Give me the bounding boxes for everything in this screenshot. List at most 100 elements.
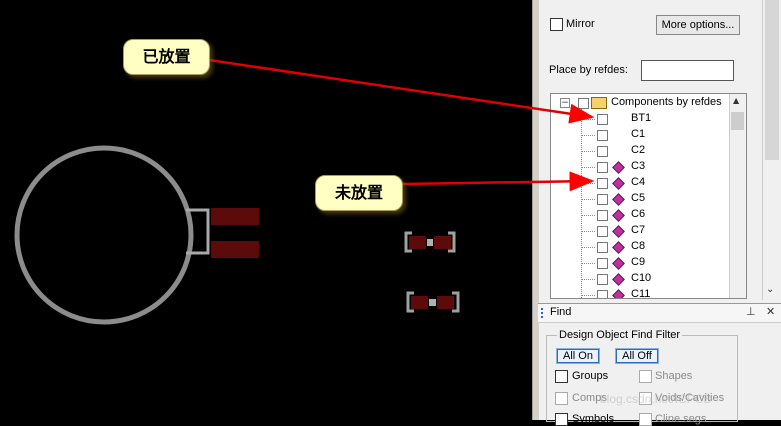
tree-item-checkbox[interactable] (597, 258, 608, 269)
tree-item-label: C5 (631, 192, 646, 204)
tree-scrollbar[interactable]: ▲ (729, 94, 746, 298)
comps-checkbox[interactable] (555, 392, 568, 405)
tree-item-label: BT1 (631, 112, 652, 124)
tree-item[interactable]: C5 (551, 191, 729, 207)
symbol-icon (612, 289, 625, 298)
tree-item-label: C1 (631, 128, 646, 140)
tree-item-checkbox[interactable] (597, 274, 608, 285)
voids-label: Voids/Cavities (655, 392, 725, 404)
layout-canvas[interactable] (0, 0, 532, 420)
groups-checkbox[interactable] (555, 370, 568, 383)
mirror-label: Mirror (566, 18, 595, 30)
collapse-icon[interactable]: − (560, 98, 570, 108)
tree-item-checkbox[interactable] (597, 290, 608, 298)
tree-item[interactable]: C10 (551, 271, 729, 287)
symbol-icon (612, 225, 625, 238)
cap2-outline-left (406, 291, 414, 313)
tree-connector (581, 135, 595, 136)
symbol-icon (612, 241, 625, 254)
tree-item[interactable]: C4 (551, 175, 729, 191)
pin-icon[interactable]: ⊥ (746, 305, 756, 318)
panel-scrollbar[interactable]: ⌄ (762, 0, 781, 300)
tree-item-checkbox[interactable] (597, 242, 608, 253)
scroll-up-icon[interactable]: ▲ (733, 96, 740, 105)
battery-pad-2 (211, 241, 259, 258)
tree-item-label: C10 (631, 272, 652, 284)
tree-item-checkbox[interactable] (597, 162, 608, 173)
tree-item[interactable]: C11 (551, 287, 729, 299)
place-by-refdes-input[interactable] (641, 60, 734, 81)
cap2-pad-right (437, 296, 454, 309)
callout-placed: 已放置 (123, 39, 210, 75)
tree-connector (581, 247, 595, 248)
find-title: Find (550, 306, 572, 318)
watermark: blog.csdn.net/ICPCB (600, 392, 712, 406)
voids-checkbox[interactable] (639, 392, 652, 405)
more-options-button[interactable]: More options... (656, 15, 740, 35)
tree-item-checkbox[interactable] (597, 130, 608, 141)
shapes-checkbox[interactable] (639, 370, 652, 383)
close-icon[interactable]: ✕ (766, 305, 776, 318)
symbol-icon (612, 273, 625, 286)
symbol-icon (612, 209, 625, 222)
cap2-body (429, 299, 436, 306)
battery-tab-outline (186, 208, 210, 255)
tree-item-checkbox[interactable] (597, 226, 608, 237)
tree-root[interactable]: − Components by refdes (551, 95, 731, 111)
tree-item-checkbox[interactable] (597, 146, 608, 157)
find-header: Find ⊥ ✕ (538, 303, 781, 323)
tree-item[interactable]: C7 (551, 223, 729, 239)
tree-item[interactable]: C3 (551, 159, 729, 175)
symbol-icon (612, 257, 625, 270)
tree-root-label: Components by refdes (611, 96, 722, 108)
tree-root-checkbox[interactable] (578, 98, 589, 109)
cline-segs-label: Cline segs (655, 413, 707, 425)
tree-item[interactable]: C6 (551, 207, 729, 223)
comps-label: Comps (572, 392, 607, 404)
find-filter-title: Design Object Find Filter (557, 329, 683, 341)
tree-connector (581, 151, 595, 152)
tree-item[interactable]: C2 (551, 143, 729, 159)
tree-item[interactable]: BT1 (551, 111, 729, 127)
tree-connector (581, 263, 595, 264)
tree-connector (581, 279, 595, 280)
tree-guide-line (581, 108, 582, 298)
panel-splitter[interactable] (532, 0, 539, 420)
tree-connector (581, 199, 595, 200)
tree-item-checkbox[interactable] (597, 114, 608, 125)
grip-icon (541, 308, 546, 318)
mirror-checkbox[interactable] (550, 18, 563, 31)
all-on-button[interactable]: All On (556, 348, 600, 364)
tree-connector (581, 119, 595, 120)
tree-item-checkbox[interactable] (597, 178, 608, 189)
callout-unplaced: 未放置 (315, 175, 403, 211)
cap1-outline-left (404, 231, 412, 253)
panel-scroll-thumb[interactable] (765, 0, 779, 160)
tree-item[interactable]: C8 (551, 239, 729, 255)
symbol-icon (612, 161, 625, 174)
tree-scroll-thumb[interactable] (731, 112, 744, 130)
all-off-button[interactable]: All Off (615, 348, 659, 364)
scroll-down-icon[interactable]: ⌄ (766, 284, 775, 295)
groups-label: Groups (572, 370, 609, 382)
tree-item-checkbox[interactable] (597, 210, 608, 221)
cap2-pad-left (411, 296, 428, 309)
tree-connector (581, 167, 595, 168)
tree-item-checkbox[interactable] (597, 194, 608, 205)
tree-item[interactable]: C9 (551, 255, 729, 271)
board-graphics (14, 145, 460, 325)
symbol-icon (612, 177, 625, 190)
cap1-pad-right (434, 236, 451, 249)
cap1-pad-left (409, 236, 426, 249)
tree-item-label: C3 (631, 160, 646, 172)
tree-connector (581, 183, 595, 184)
tree-item-label: C6 (631, 208, 646, 220)
tree-item-label: C4 (631, 176, 646, 188)
tree-item-label: C9 (631, 256, 646, 268)
tree-item[interactable]: C1 (551, 127, 729, 143)
tree-item-label: C11 (631, 288, 651, 299)
symbols-label: Symbols (572, 413, 615, 425)
cap1-outline-right (448, 231, 456, 253)
tree-item-label: C8 (631, 240, 646, 252)
